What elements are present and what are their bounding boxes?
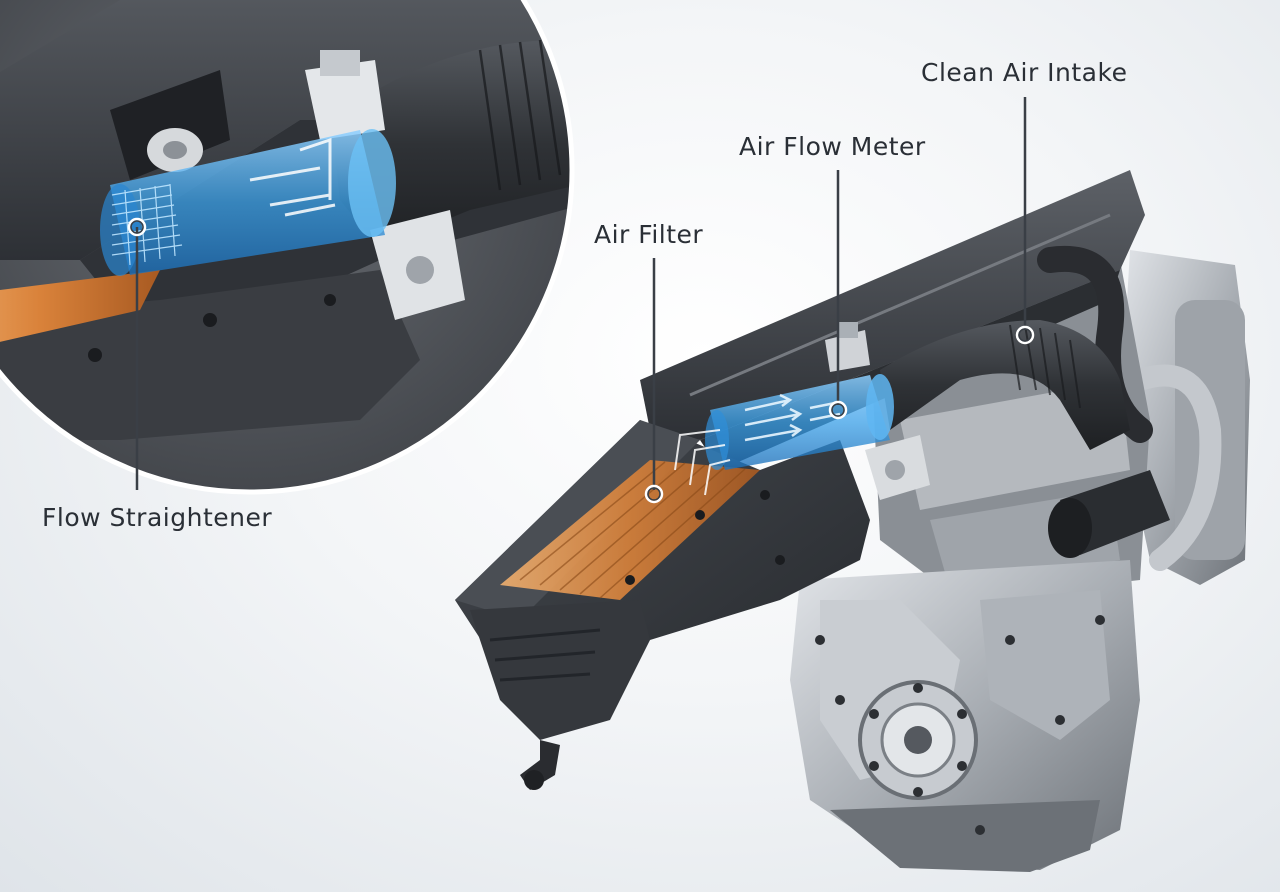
crankshaft-pulley	[858, 680, 978, 800]
water-pump	[865, 435, 930, 500]
label-air-flow-meter: Air Flow Meter	[739, 132, 926, 161]
flow-straightener-mesh	[111, 183, 183, 266]
callout-leaders	[135, 97, 1027, 490]
zoom-inset	[0, 0, 575, 495]
engine-cover	[640, 170, 1145, 440]
callout-dots	[127, 217, 1035, 504]
inset-flow-meter-tube	[100, 129, 396, 276]
air-flow-meter-tube	[674, 374, 894, 496]
label-clean-air-intake: Clean Air Intake	[921, 58, 1128, 87]
inset-air-filter	[0, 270, 160, 360]
label-air-filter: Air Filter	[594, 220, 704, 249]
engine-assembly	[455, 170, 1250, 872]
air-filter-housing	[455, 420, 870, 790]
clean-air-intake-hose	[880, 320, 1130, 450]
label-flow-straightener: Flow Straightener	[42, 503, 273, 532]
